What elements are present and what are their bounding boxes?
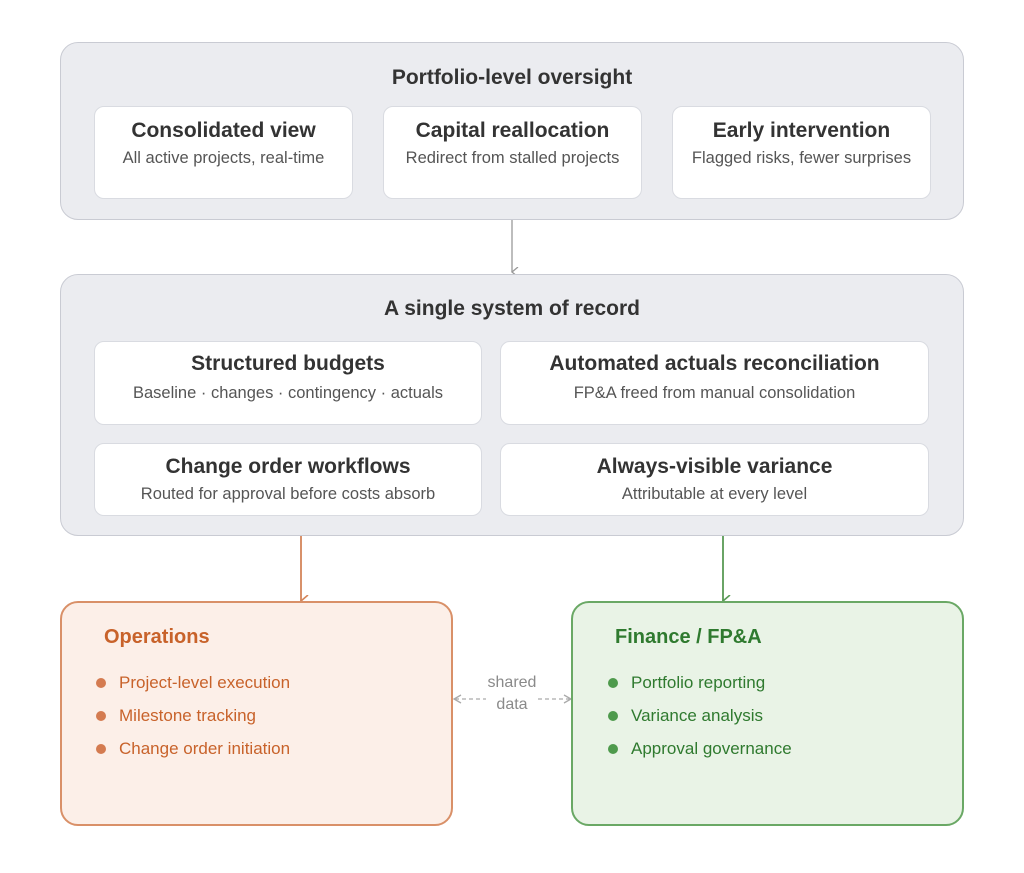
card-capital-reallocation: Capital reallocation Redirect from stall… <box>383 106 642 199</box>
card-title: Capital reallocation <box>415 119 610 142</box>
bullet-dot-icon <box>96 711 106 721</box>
card-title: Always-visible variance <box>596 455 833 478</box>
bullet-dot-icon <box>608 744 618 754</box>
list-item: Approval governance <box>608 737 792 770</box>
card-title: Consolidated view <box>131 119 316 142</box>
card-subtitle: Flagged risks, fewer surprises <box>691 149 912 167</box>
card-subtitle: Routed for approval before costs absorb <box>140 485 436 503</box>
shared-data-label-line1: shared <box>487 674 537 691</box>
card-automated-actuals-reconciliation: Automated actuals reconciliation FP&A fr… <box>500 341 929 425</box>
card-early-intervention: Early intervention Flagged risks, fewer … <box>672 106 931 199</box>
card-subtitle: Attributable at every level <box>621 485 808 503</box>
card-consolidated-view: Consolidated view All active projects, r… <box>94 106 353 199</box>
card-title: Automated actuals reconciliation <box>549 352 880 375</box>
operations-box: Operations Project-level execution Miles… <box>60 601 453 826</box>
list-item: Project-level execution <box>96 671 290 704</box>
operations-list: Project-level execution Milestone tracki… <box>96 671 290 770</box>
card-subtitle: Baseline · changes · contingency · actua… <box>132 384 443 402</box>
list-item: Change order initiation <box>96 737 290 770</box>
card-subtitle: Redirect from stalled projects <box>405 149 620 167</box>
list-item: Portfolio reporting <box>608 671 792 704</box>
card-title: Change order workflows <box>165 455 411 478</box>
card-title: Structured budgets <box>191 352 385 375</box>
list-item-label: Approval governance <box>631 739 792 758</box>
card-subtitle: All active projects, real-time <box>122 149 325 167</box>
card-title: Early intervention <box>712 119 891 142</box>
system-of-record-title: A single system of record <box>384 297 640 320</box>
card-change-order-workflows: Change order workflows Routed for approv… <box>94 443 482 516</box>
bullet-dot-icon <box>608 678 618 688</box>
card-always-visible-variance: Always-visible variance Attributable at … <box>500 443 929 516</box>
finance-list: Portfolio reporting Variance analysis Ap… <box>608 671 792 770</box>
portfolio-oversight-title: Portfolio-level oversight <box>391 66 633 89</box>
card-subtitle: FP&A freed from manual consolidation <box>573 384 856 402</box>
finance-box: Finance / FP&A Portfolio reporting Varia… <box>571 601 964 826</box>
bullet-dot-icon <box>608 711 618 721</box>
list-item: Milestone tracking <box>96 704 290 737</box>
list-item-label: Milestone tracking <box>119 706 257 725</box>
card-structured-budgets: Structured budgets Baseline · changes · … <box>94 341 482 425</box>
shared-data-label: shared data <box>462 672 562 716</box>
shared-data-label-line2: data <box>496 696 528 713</box>
list-item: Variance analysis <box>608 704 792 737</box>
system-of-record-group: A single system of record Structured bud… <box>60 274 964 536</box>
list-item-label: Portfolio reporting <box>631 673 766 692</box>
portfolio-oversight-group: Portfolio-level oversight Consolidated v… <box>60 42 964 220</box>
list-item-label: Change order initiation <box>119 739 291 758</box>
bullet-dot-icon <box>96 678 106 688</box>
list-item-label: Variance analysis <box>631 706 763 725</box>
finance-title: Finance / FP&A <box>615 626 762 648</box>
bullet-dot-icon <box>96 744 106 754</box>
list-item-label: Project-level execution <box>119 673 291 692</box>
operations-title: Operations <box>104 626 210 648</box>
